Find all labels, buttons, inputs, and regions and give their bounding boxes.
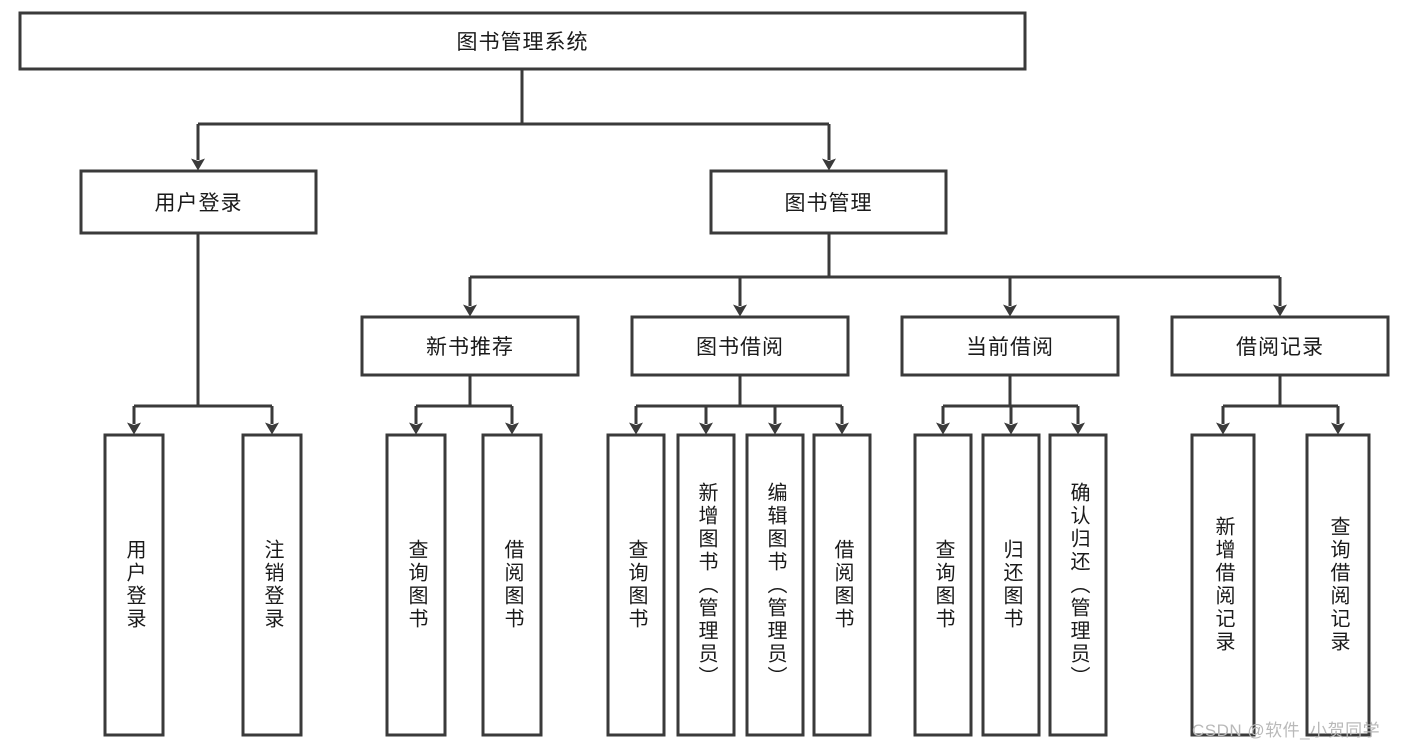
node-box-leaf-confirm-return-admin[interactable] [1048,433,1108,737]
node-box-leaf-borrow-book-1[interactable] [481,433,543,737]
node-box-leaf-add-book-admin[interactable] [676,433,736,737]
node-box-leaf-query-borrow-record[interactable] [1305,433,1371,737]
node-box-borrow-record[interactable] [1170,315,1390,377]
node-box-book-management[interactable] [709,169,948,235]
node-box-root[interactable] [18,11,1027,71]
node-box-user-login[interactable] [79,169,318,235]
csdn-watermark: CSDN @软件_小贺同学 [1192,721,1381,740]
node-box-leaf-user-login[interactable] [103,433,165,737]
node-box-leaf-add-borrow-record[interactable] [1190,433,1256,737]
node-box-new-book-recommend[interactable] [360,315,580,377]
node-box-current-borrow[interactable] [900,315,1120,377]
node-box-leaf-query-book-3[interactable] [913,433,973,737]
node-box-book-borrow[interactable] [630,315,850,377]
node-box-leaf-query-book-1[interactable] [385,433,447,737]
node-box-leaf-borrow-book-2[interactable] [812,433,872,737]
node-box-leaf-return-book[interactable] [981,433,1041,737]
node-box-leaf-logout-login[interactable] [241,433,303,737]
node-box-leaf-edit-book-admin[interactable] [745,433,805,737]
node-box-leaf-query-book-2[interactable] [606,433,666,737]
